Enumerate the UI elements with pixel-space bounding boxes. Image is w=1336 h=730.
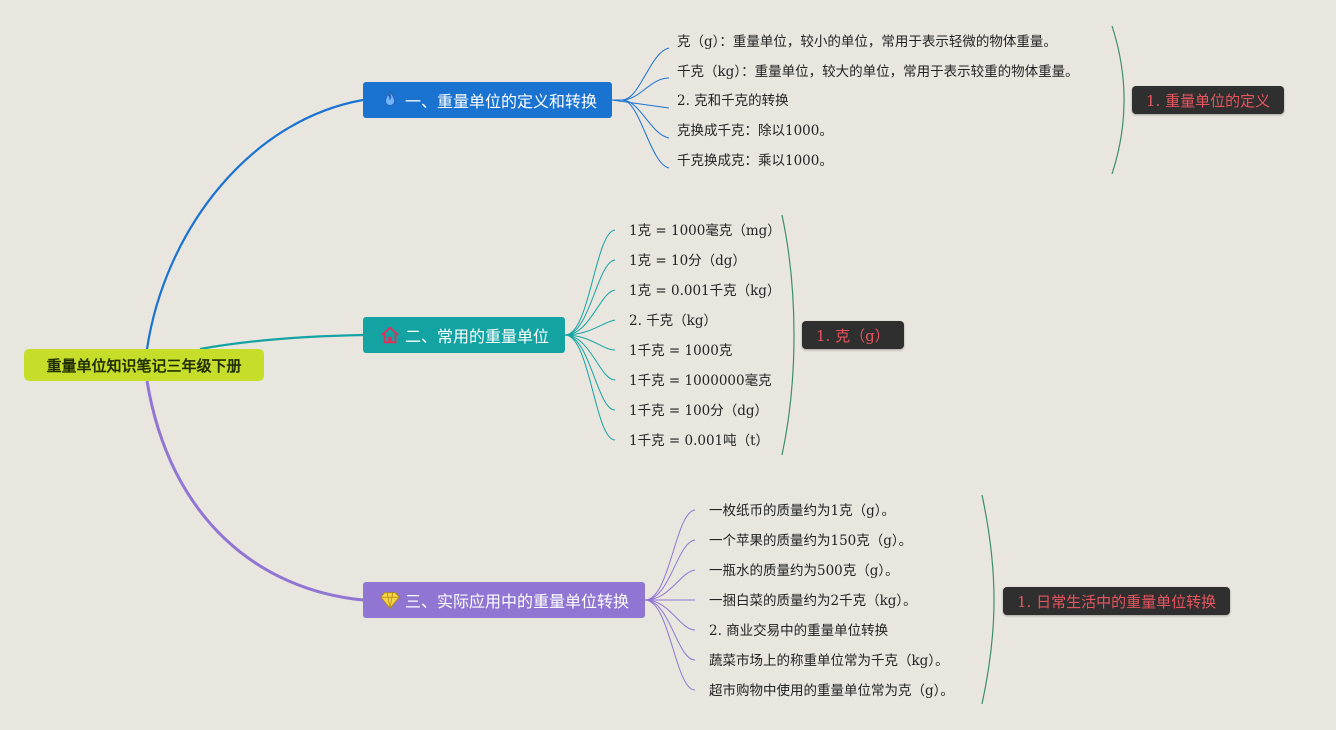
fire-icon [379, 89, 401, 111]
diamond-icon [379, 589, 401, 611]
root-to-branch-3-line [145, 380, 364, 602]
branch-3-topic[interactable]: 三、实际应用中的重量单位转换 [363, 582, 645, 618]
leaf-item[interactable]: 2. 千克（kg） [629, 313, 717, 329]
leaf-item[interactable]: 千克换成克：乘以1000。 [677, 153, 833, 169]
root-to-branch-2-line [199, 333, 364, 351]
branch-2-topic[interactable]: 二、常用的重量单位 [363, 317, 565, 353]
summary-1-label: 1. 重量单位的定义 [1146, 91, 1271, 110]
branch-2-fan [564, 229, 616, 441]
summary-3-label: 1. 日常生活中的重量单位转换 [1017, 592, 1217, 611]
leaf-item[interactable]: 1千克 = 100分（dg） [629, 403, 769, 419]
leaf-item[interactable]: 蔬菜市场上的称重单位常为千克（kg）。 [709, 653, 949, 669]
summary-2-label: 1. 克（g） [816, 326, 890, 345]
leaf-item[interactable]: 一枚纸币的质量约为1克（g）。 [709, 503, 895, 519]
leaf-item[interactable]: 克换成千克：除以1000。 [677, 123, 833, 139]
branch-2-label: 二、常用的重量单位 [405, 327, 550, 346]
leaf-item[interactable]: 一个苹果的质量约为150克（g）。 [709, 533, 913, 549]
branch-3-label: 三、实际应用中的重量单位转换 [405, 592, 630, 611]
summary-brace-2 [781, 214, 795, 456]
leaf-item[interactable]: 2. 克和千克的转换 [677, 93, 789, 109]
root-to-branch-1-line [145, 98, 364, 350]
leaf-item[interactable]: 克（g）：重量单位，较小的单位，常用于表示轻微的物体重量。 [677, 34, 1057, 50]
leaf-item[interactable]: 1克 = 0.001千克（kg） [629, 283, 781, 299]
summary-brace-1 [1111, 25, 1125, 175]
leaf-item[interactable]: 1克 = 10分（dg） [629, 253, 746, 269]
summary-brace-3 [981, 494, 995, 705]
leaf-item[interactable]: 一捆白菜的质量约为2千克（kg）。 [709, 593, 917, 609]
leaf-item[interactable]: 1千克 = 0.001吨（t） [629, 433, 770, 449]
leaf-item[interactable]: 千克（kg）：重量单位，较大的单位，常用于表示较重的物体重量。 [677, 64, 1079, 80]
leaf-item[interactable]: 2. 商业交易中的重量单位转换 [709, 623, 889, 639]
leaf-item[interactable]: 超市购物中使用的重量单位常为克（g）。 [709, 683, 954, 699]
branch-1-topic[interactable]: 一、重量单位的定义和转换 [363, 82, 612, 118]
summary-2[interactable]: 1. 克（g） [802, 321, 904, 349]
summary-3[interactable]: 1. 日常生活中的重量单位转换 [1003, 587, 1231, 615]
branch-3-fan [644, 509, 696, 691]
root-topic[interactable]: 重量单位知识笔记三年级下册 [24, 349, 264, 381]
root-topic-label: 重量单位知识笔记三年级下册 [46, 356, 242, 375]
house-icon [379, 324, 401, 346]
branch-1-label: 一、重量单位的定义和转换 [405, 92, 598, 111]
summary-1[interactable]: 1. 重量单位的定义 [1132, 86, 1285, 114]
leaf-item[interactable]: 1千克 = 1000克 [629, 343, 733, 359]
leaf-item[interactable]: 1千克 = 1000000毫克 [629, 373, 772, 389]
leaf-item[interactable]: 1克 = 1000毫克（mg） [629, 223, 781, 239]
branch-1-fan [611, 47, 670, 169]
leaf-item[interactable]: 一瓶水的质量约为500克（g）。 [709, 563, 899, 579]
